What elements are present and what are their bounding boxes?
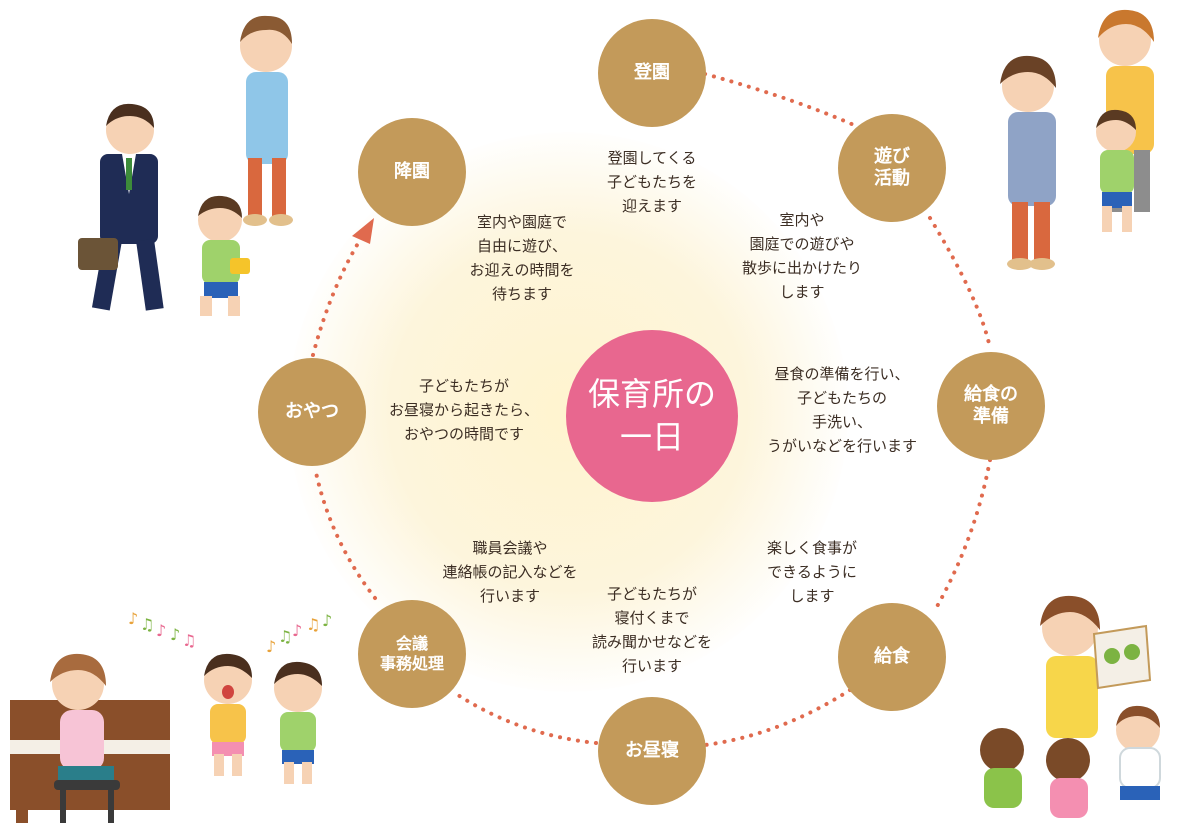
ring-segment-kaigi-oyatsu <box>313 466 377 600</box>
node-hirune: お昼寝 <box>598 697 706 805</box>
desc-touen: 登園してくる 子どもたちを 迎えます <box>606 149 697 215</box>
desc-kyushoku-junbi: 昼食の準備を行い、 子どもたちの 手洗い、 うがいなどを行います <box>766 365 917 455</box>
svg-text:♪: ♪ <box>170 625 180 644</box>
ring-segment-touen-asobi <box>703 72 867 132</box>
desc-hirune: 子どもたちが 寝付くまで 読み聞かせなどを 行います <box>591 585 712 675</box>
arrowhead-icon <box>352 218 374 244</box>
svg-text:♪: ♪ <box>156 621 166 640</box>
desc-asobi: 室内や 園庭での遊びや 散歩に出かけたり します <box>741 211 862 301</box>
svg-text:♫: ♫ <box>306 615 320 634</box>
svg-text:♪: ♪ <box>128 609 138 628</box>
desc-kyushoku: 楽しく食事が できるように します <box>766 539 857 605</box>
svg-text:♫: ♫ <box>140 615 154 634</box>
ring-segment-junbi-kyushoku <box>933 458 992 612</box>
svg-text:♪: ♪ <box>322 611 332 630</box>
node-oyatsu: おやつ <box>258 358 366 466</box>
node-kyushoku: 給食 <box>838 603 946 711</box>
node-kyushoku-junbi: 給食の 準備 <box>937 352 1045 460</box>
illustration-piano-singing: ♪ ♫ ♪ ♪ ♫ ♪ ♫ ♪ ♫ ♪ <box>10 609 332 823</box>
ring-segment-kyushoku-hirune <box>703 688 852 747</box>
desc-kaigi: 職員会議や 連絡帳の記入などを 行います <box>442 539 578 605</box>
ring-segment-asobi-junbi <box>928 216 992 350</box>
ring-segment-oyatsu-koen <box>311 238 362 357</box>
ring-segment-hirune-kaigi <box>456 693 598 745</box>
svg-text:♫: ♫ <box>278 627 292 646</box>
node-kaigi: 会議 事務処理 <box>358 600 466 708</box>
desc-oyatsu: 子どもたちが お昼寝から起きたら、 おやつの時間です <box>388 377 539 443</box>
illustration-morning-greeting <box>1000 9 1154 270</box>
center-title: 保育所の 一日 <box>566 330 738 502</box>
desc-koen: 室内や園庭で 自由に遊び、 お迎えの時間を 待ちます <box>469 213 575 303</box>
svg-text:♪: ♪ <box>292 621 302 640</box>
node-asobi: 遊び 活動 <box>838 114 946 222</box>
svg-text:♪: ♪ <box>266 637 276 656</box>
node-koen: 降園 <box>358 118 466 226</box>
illustration-story-reading <box>980 595 1161 818</box>
svg-text:♫: ♫ <box>182 631 196 650</box>
illustration-family-pickup <box>78 15 293 316</box>
node-touen: 登園 <box>598 19 706 127</box>
